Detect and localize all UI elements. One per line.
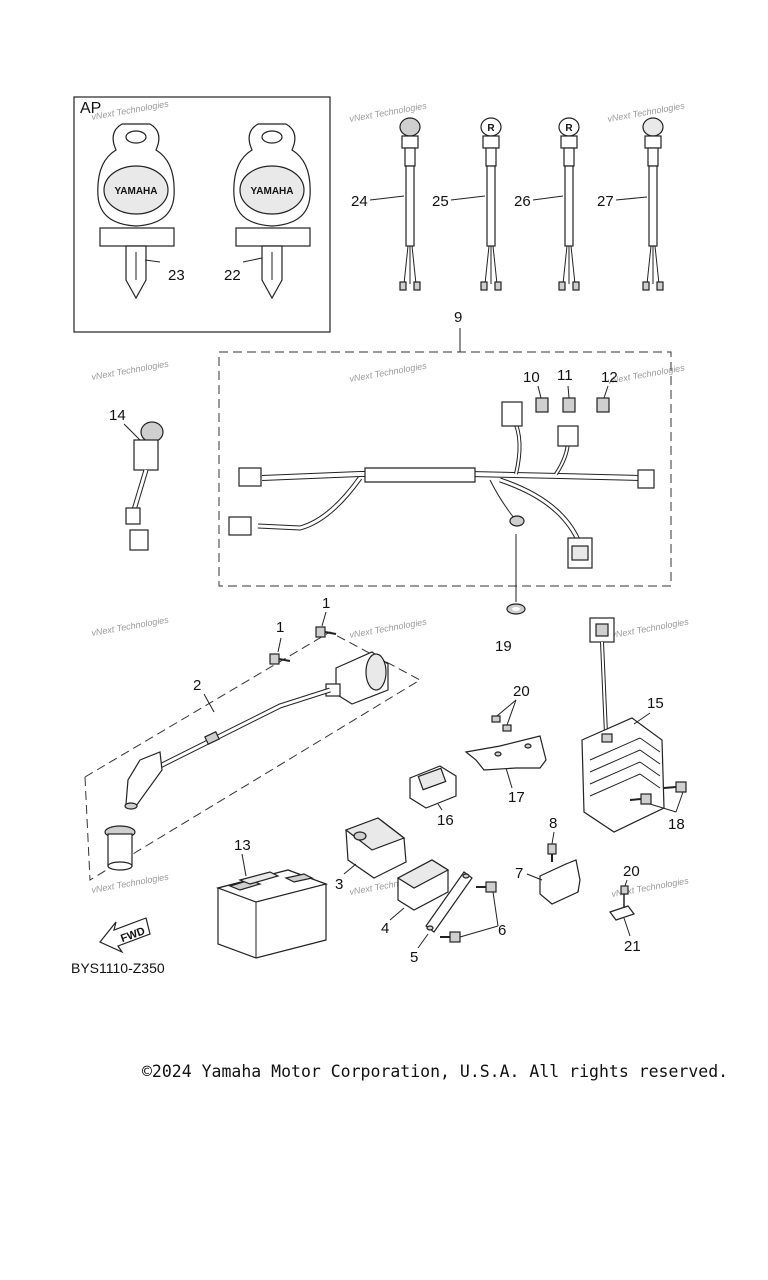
callout-24: 24 [351,193,368,210]
callout-26: 26 [514,193,531,210]
clamp-21[interactable]: 21 [609,894,641,955]
callout-17: 17 [508,789,525,806]
switch-glyph: R [487,123,495,134]
callout-20a: 20 [513,683,530,700]
battery-13[interactable]: 13 [215,837,329,959]
callout-6: 6 [498,922,506,939]
watermark: vNext Technologies [611,616,690,640]
main-switch-14[interactable]: 14 [109,407,164,551]
callout-25: 25 [432,193,449,210]
bolt-1b[interactable] [315,626,337,638]
callout-1b: 1 [322,595,330,612]
callout-5: 5 [410,949,418,966]
callout-9: 9 [454,309,462,326]
watermark: vNext Technologies [91,871,170,895]
callout-13: 13 [234,837,251,854]
box-label-ap: AP [80,100,101,117]
bracket-17[interactable]: 17 [464,735,547,806]
switch-glyph: R [565,123,573,134]
fwd-arrow-icon: FWD [99,917,151,954]
bracket-5[interactable]: 5 [410,871,473,966]
copyright-notice: ©2024 Yamaha Motor Corporation, U.S.A. A… [142,1062,729,1081]
key-23[interactable]: YAMAHA [97,123,175,300]
spark-plug-cap[interactable] [104,825,136,871]
callout-1a: 1 [276,619,284,636]
key-brand: YAMAHA [251,186,294,197]
callout-11: 11 [557,367,573,384]
callout-16: 16 [437,812,454,829]
watermark: vNext Technologies [349,616,428,640]
callout-3: 3 [335,876,343,893]
callout-4: 4 [381,920,389,937]
bolts-6[interactable]: 6 [440,881,506,943]
watermark: vNext Technologies [91,614,170,638]
callout-2: 2 [193,677,201,694]
switch-26[interactable]: R [558,117,580,291]
watermark: vNext Technologies [91,358,170,382]
callout-22: 22 [224,267,241,284]
parts-diagram: vNext Technologies vNext Technologies vN… [71,96,690,976]
key-brand: YAMAHA [115,186,158,197]
watermark: vNext Technologies [349,360,428,384]
watermark: vNext Technologies [91,98,170,122]
callout-8: 8 [549,815,557,832]
key-box: AP YAMAHA YAMAHA 23 22 [73,96,331,333]
relay-7[interactable]: 7 [515,859,581,905]
fuse-12[interactable] [596,397,610,413]
cdi-unit-3[interactable]: 3 [335,817,407,893]
grommet-19[interactable]: 19 [495,534,526,655]
wire-harness[interactable]: 9 10 11 12 [218,309,672,587]
callout-21: 21 [624,938,641,955]
callout-15: 15 [647,695,664,712]
switch-27[interactable] [642,117,664,291]
callout-12: 12 [601,369,618,386]
rectifier-regulator-15[interactable]: 15 [581,617,665,833]
diagram-code: BYS1110-Z350 [71,960,165,976]
key-22[interactable]: YAMAHA [233,123,311,300]
watermark: vNext Technologies [607,362,686,386]
switch-24[interactable] [399,117,421,291]
fuse-10[interactable] [535,397,549,413]
bolt-1a[interactable] [269,653,291,665]
callout-20b: 20 [623,863,640,880]
ignition-coil-group: 1 1 2 [84,595,422,881]
callout-19: 19 [495,638,512,655]
callout-7: 7 [515,865,523,882]
callout-14: 14 [109,407,126,424]
switches: R R 24 25 26 2 [351,117,664,291]
bolt-8[interactable]: 8 [547,815,557,862]
ignition-coil-2[interactable] [124,651,389,810]
callout-23: 23 [168,267,185,284]
bolts-18[interactable]: 18 [629,781,687,833]
relay-16[interactable]: 16 [409,765,457,829]
callout-18: 18 [668,816,685,833]
rubber-cover-4[interactable]: 4 [381,859,450,937]
switch-25[interactable]: R [480,117,502,291]
fuse-11[interactable] [562,397,576,413]
callout-10: 10 [523,369,540,386]
screws-20a[interactable]: 20 [491,683,530,732]
callout-27: 27 [597,193,614,210]
